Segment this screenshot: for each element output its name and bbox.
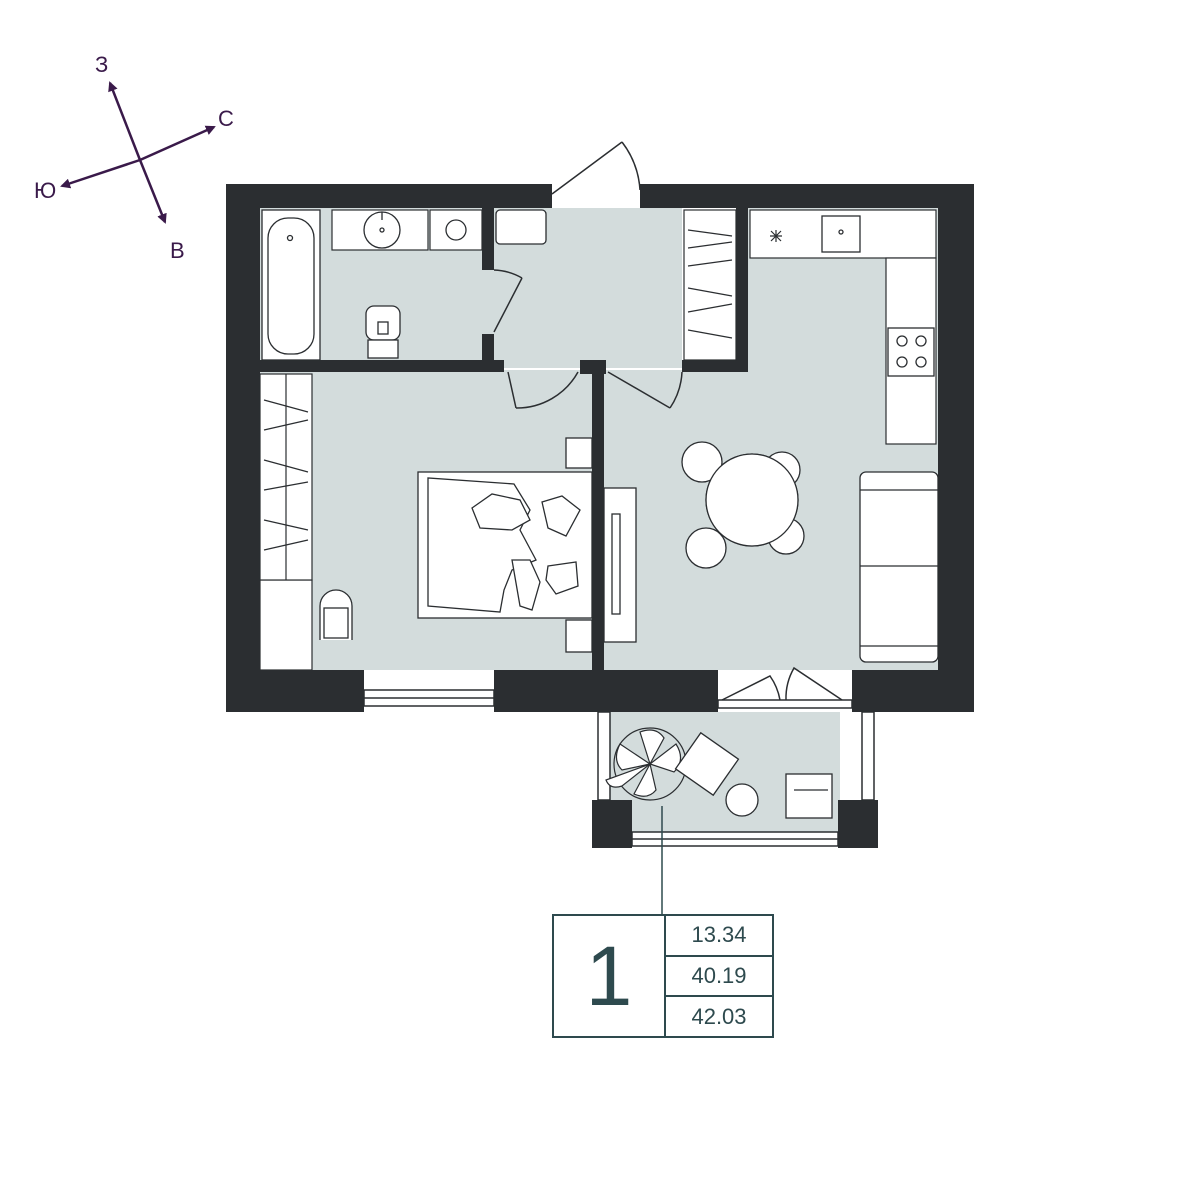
- compass-north-label: С: [218, 106, 234, 131]
- walls: [226, 184, 974, 848]
- room-count: 1: [554, 916, 666, 1036]
- bed-icon: [417, 437, 593, 653]
- sofa-icon: [859, 471, 939, 663]
- compass-south-label: Ю: [34, 178, 56, 203]
- bathtub-icon: [261, 209, 321, 361]
- window-icon: [363, 689, 875, 847]
- apartment-info-box: 1 13.34 40.19 42.03: [552, 914, 774, 1038]
- wardrobe-icon: [259, 373, 313, 581]
- compass-icon: З С Ю В: [34, 52, 234, 263]
- door-icon: [493, 141, 843, 701]
- stove-icon: [887, 327, 935, 377]
- chair-icon: [319, 589, 353, 640]
- cabinet-icon: [495, 209, 547, 245]
- total-area-with-balcony: 42.03: [666, 995, 772, 1036]
- compass-west-label: З: [95, 52, 108, 77]
- sink-icon: [363, 211, 401, 249]
- kitchen-sink-icon: [821, 215, 861, 253]
- armchair-icon: [674, 731, 833, 819]
- dining-table-icon: [681, 441, 805, 569]
- total-area: 40.19: [666, 954, 772, 996]
- toilet-icon: [365, 305, 401, 359]
- living-area: 13.34: [691, 922, 747, 948]
- burner-symbol-icon: [770, 230, 782, 242]
- wardrobe-icon: [683, 209, 737, 361]
- tv-icon: [603, 487, 637, 643]
- side-table-icon: [725, 783, 759, 817]
- washing-machine-icon: [445, 219, 467, 241]
- area-list: 13.34 40.19 42.03: [666, 916, 772, 1036]
- compass-east-label: В: [170, 238, 185, 263]
